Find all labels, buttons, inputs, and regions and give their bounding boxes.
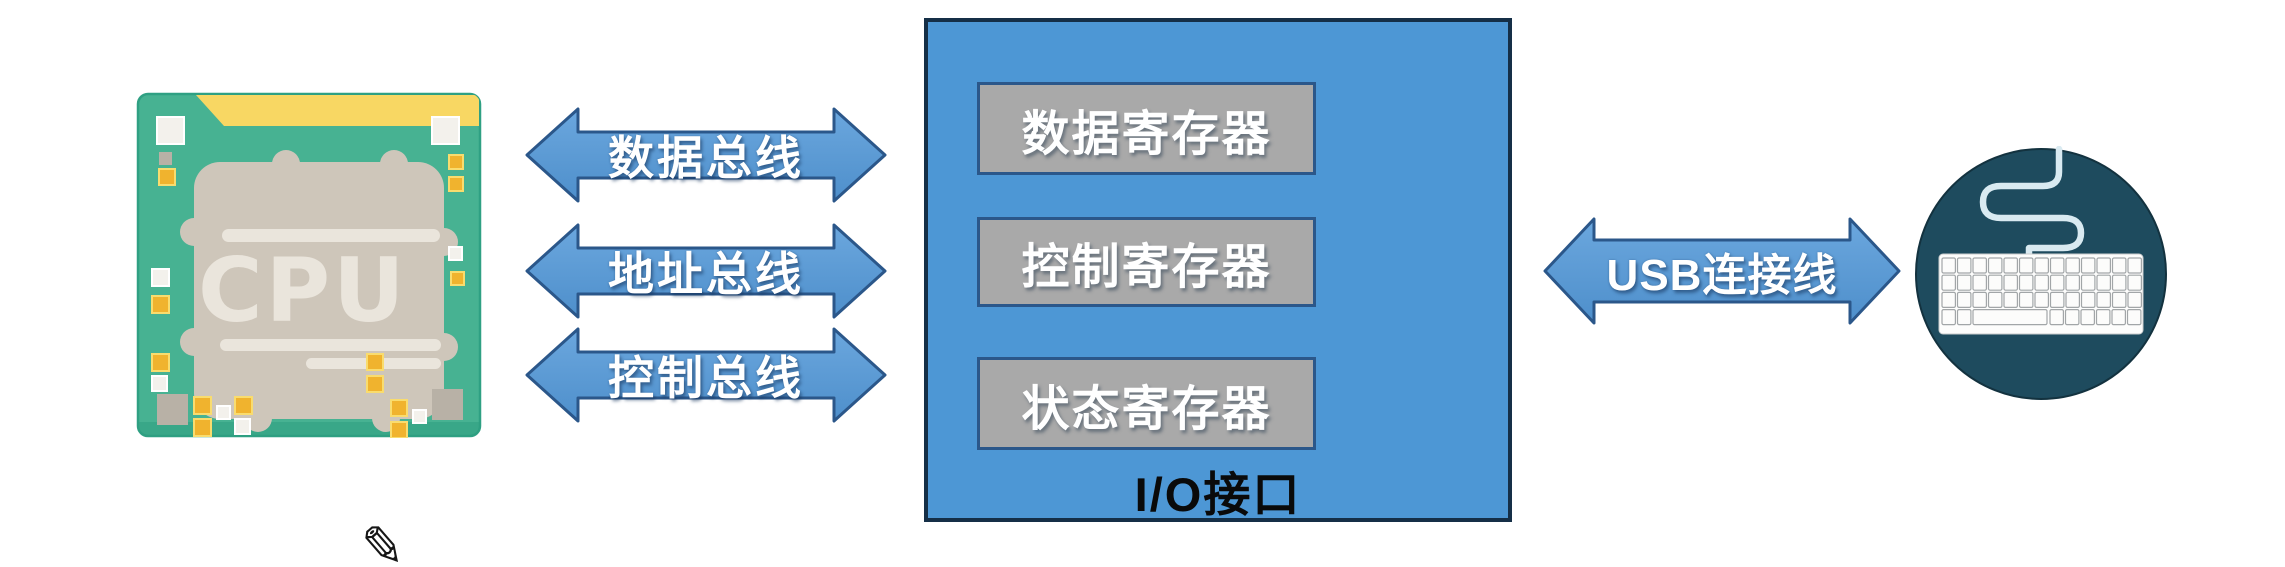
double-arrow-icon — [525, 107, 887, 203]
address-bus-arrow: 地址总线 — [525, 223, 887, 319]
io-interface-label: I/O接口 — [1134, 467, 1302, 521]
control-register-box: 控制寄存器 — [977, 217, 1316, 307]
data-register-box: 数据寄存器 — [977, 82, 1316, 175]
chip-pads — [151, 116, 465, 438]
chip-yellow-strip — [196, 95, 479, 126]
double-arrow-icon — [525, 327, 887, 423]
cpu-chip-icon: CPU — [136, 92, 482, 438]
io-interface-box: 数据寄存器 控制寄存器 状态寄存器 I/O接口 — [924, 18, 1512, 522]
keyboard-cable — [1979, 146, 2085, 259]
die-line-mid — [220, 339, 441, 351]
double-arrow-icon — [525, 223, 887, 319]
double-arrow-icon — [1543, 217, 1901, 325]
pencil-icon: ✎ — [357, 513, 408, 567]
die-line-top — [222, 229, 440, 242]
control-register-label: 控制寄存器 — [1021, 241, 1272, 294]
cpu-label: CPU — [198, 239, 408, 342]
status-register-box: 状态寄存器 — [977, 357, 1316, 450]
status-register-label: 状态寄存器 — [1021, 382, 1272, 436]
usb-cable-arrow: USB连接线 — [1543, 216, 1901, 326]
data-bus-arrow: 数据总线 — [525, 107, 887, 203]
chip-bottom-edge — [138, 422, 480, 436]
keyboard-keys — [1941, 257, 2142, 326]
data-register-label: 数据寄存器 — [1021, 107, 1272, 161]
keyboard-icon — [1915, 146, 2167, 400]
control-bus-arrow: 控制总线 — [525, 327, 887, 423]
